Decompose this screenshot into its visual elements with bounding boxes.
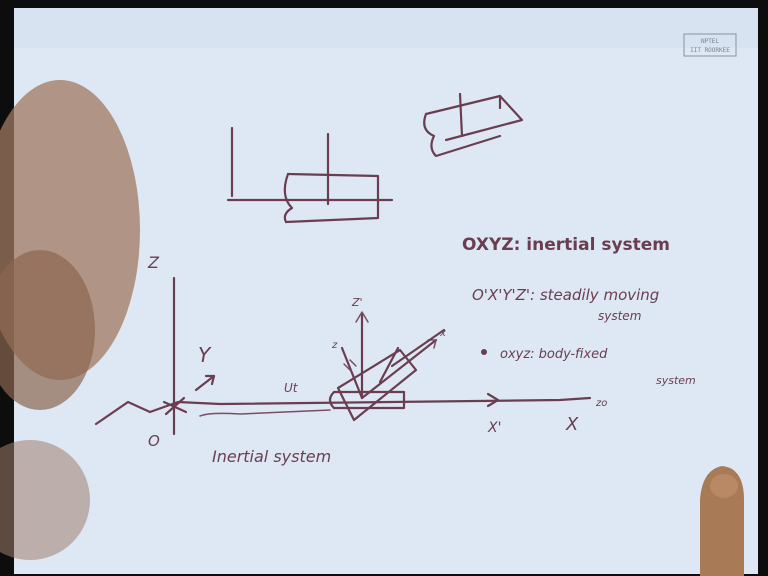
axis-zbody-label: z [331,340,338,351]
moving-body-diagram: Ut Z' z x [284,296,446,422]
origin-label: O [148,432,160,450]
axis-xbody-label: x [439,328,446,339]
ship-sketch-1 [226,126,394,224]
inertial-axes: Z O Y X X' zo [94,253,607,450]
inertial-definition: OXYZ: inertial system [462,235,670,255]
steady-definition-line1: O'X'Y'Z': steadily moving [472,286,659,304]
whiteboard [14,8,758,574]
logo-line1: NPTEL [701,38,719,45]
nptel-logo: NPTEL IIT ROORKEE [683,33,737,57]
axis-x-label: X [565,414,579,435]
steady-definition-line2: system [598,309,641,323]
axis-xprime-label: X' [487,420,501,436]
axis-z-label: Z [147,253,160,272]
inertial-system-caption: Inertial system [212,447,331,466]
body-fixed-definition-line1: oxyz: body-fixed [500,347,608,362]
axis-zo-label: zo [595,398,607,409]
presenter-finger-right [700,466,744,576]
body-fixed-definition-line2: system [656,374,696,387]
ut-label: Ut [284,381,299,395]
axis-y-label: Y [198,343,212,367]
presenter-hand-left [0,80,140,560]
ship-sketch-2 [423,92,524,158]
logo-line2: IIT ROORKEE [690,47,730,54]
axis-zprime-label: Z' [351,296,363,309]
definitions: OXYZ: inertial system O'X'Y'Z': steadily… [462,235,696,387]
bullet-dot [481,349,487,355]
